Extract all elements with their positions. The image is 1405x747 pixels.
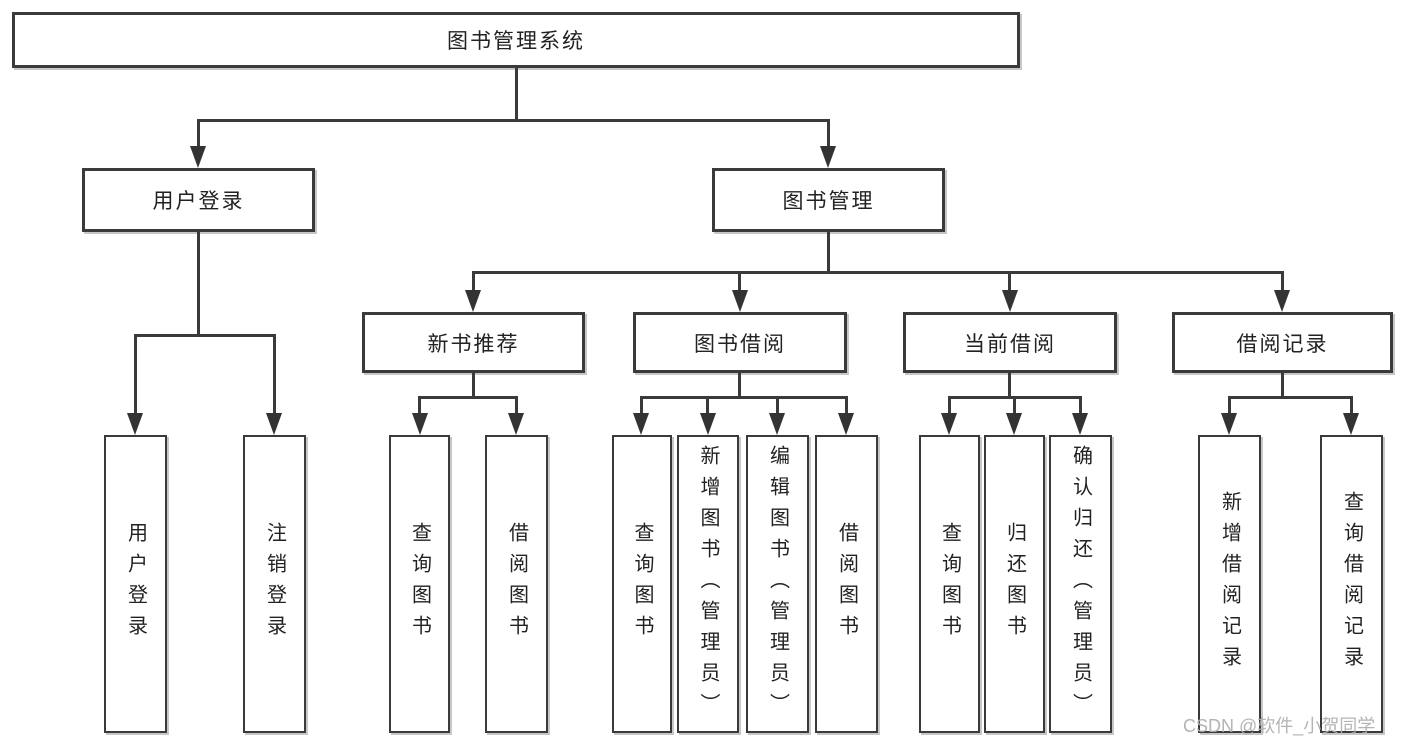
connector-line [1281,373,1284,399]
leaf-confirm-return-admin: 确认归还（管理员） [1049,435,1112,733]
arrow-down-icon [508,413,524,435]
leaf-label: 确认归还（管理员） [1069,444,1092,724]
leaf-label: 查询图书 [631,522,653,646]
arrow-down-icon [1343,413,1359,435]
leaf-label: 新增图书（管理员） [697,444,719,724]
connector-line [197,119,830,122]
leaf-query-books: 查询图书 [389,435,450,733]
node-new-book-recommendation: 新书推荐 [362,312,585,373]
arrow-down-icon [769,413,785,435]
connector-line [134,334,137,416]
arrow-down-icon [700,413,716,435]
connector-line [640,396,643,416]
leaf-label: 注销登录 [263,522,286,646]
arrow-down-icon [941,413,957,435]
connector-line [827,119,830,149]
node-borrowing-records: 借阅记录 [1172,312,1393,373]
connector-line [1281,271,1284,293]
leaf-query-books: 查询图书 [612,435,672,733]
connector-line [418,396,518,399]
node-label: 新书推荐 [427,332,520,356]
leaf-label: 归还图书 [1003,522,1026,646]
arrow-down-icon [633,413,649,435]
node-label: 图书借阅 [694,332,786,356]
leaf-label: 用户登录 [124,522,147,646]
node-label: 当前借阅 [964,332,1056,356]
leaf-label: 编辑图书（管理员） [766,444,789,724]
arrow-down-icon [465,290,481,312]
node-library-management-system: 图书管理系统 [12,12,1020,68]
connector-line [418,396,421,416]
connector-line [472,373,475,399]
leaf-label: 查询借阅记录 [1340,491,1363,677]
connector-line [640,396,848,399]
arrow-down-icon [127,413,143,435]
connector-line [134,334,276,337]
leaf-label: 借阅图书 [505,522,528,646]
connector-line [1350,396,1353,416]
leaf-logout: 注销登录 [243,435,306,733]
connector-line [948,396,951,416]
leaf-query-books: 查询图书 [919,435,980,733]
node-label: 借阅记录 [1236,332,1329,356]
leaf-query-borrow-record: 查询借阅记录 [1320,435,1383,733]
arrow-down-icon [1006,413,1022,435]
leaf-borrow-books: 借阅图书 [815,435,878,733]
arrow-down-icon [1274,290,1290,312]
csdn-watermark: CSDN @软件_小贺同学 [1183,716,1376,736]
node-label: 图书管理系统 [447,30,585,53]
connector-line [1228,396,1353,399]
connector-line [706,396,709,416]
connector-line [845,396,848,416]
connector-line [472,271,475,293]
node-current-borrowing: 当前借阅 [903,312,1117,373]
node-book-management: 图书管理 [712,168,945,232]
node-book-borrowing: 图书借阅 [633,312,847,373]
node-label: 用户登录 [152,190,245,213]
connector-line [515,396,518,416]
leaf-user-login: 用户登录 [104,435,167,733]
leaf-add-borrow-record: 新增借阅记录 [1198,435,1261,733]
connector-line [197,119,200,149]
connector-line [1008,373,1011,399]
connector-line [1079,396,1082,416]
arrow-down-icon [190,146,206,168]
leaf-add-books-admin: 新增图书（管理员） [677,435,739,733]
leaf-edit-books-admin: 编辑图书（管理员） [746,435,809,733]
connector-line [776,396,779,416]
node-user-login: 用户登录 [82,168,315,232]
arrow-down-icon [1221,413,1237,435]
leaf-label: 新增借阅记录 [1218,491,1241,677]
connector-line [1013,396,1016,416]
arrow-down-icon [838,413,854,435]
connector-line [1228,396,1231,416]
connector-line [738,271,741,293]
connector-line [1008,271,1011,293]
arrow-down-icon [1002,290,1018,312]
connector-line [273,334,276,416]
arrow-down-icon [820,146,836,168]
leaf-label: 查询图书 [408,522,431,646]
leaf-label: 借阅图书 [835,522,858,646]
connector-line [197,232,200,337]
node-label: 图书管理 [782,190,875,213]
leaf-borrow-books: 借阅图书 [485,435,548,733]
arrow-down-icon [732,290,748,312]
leaf-label: 查询图书 [938,522,961,646]
arrow-down-icon [266,413,282,435]
connector-line [515,68,518,122]
connector-line [738,373,741,399]
leaf-return-books: 归还图书 [984,435,1045,733]
connector-line [827,232,830,274]
arrow-down-icon [1072,413,1088,435]
connector-line [472,271,1284,274]
arrow-down-icon [412,413,428,435]
